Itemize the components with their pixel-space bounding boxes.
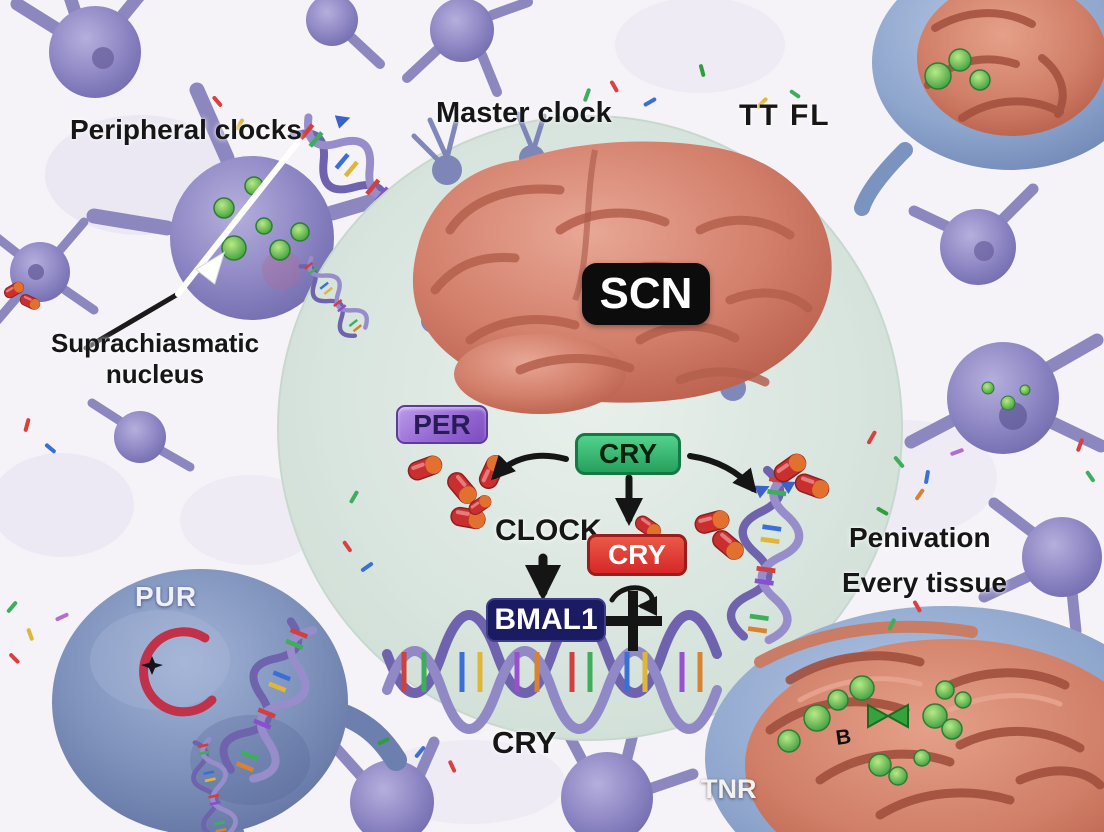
neuron-cell — [10, 0, 145, 98]
neuron-cell — [87, 398, 195, 472]
per-badge: PER — [396, 405, 488, 444]
label-clock: CLOCK — [495, 514, 602, 547]
bowtie-glyph — [867, 703, 909, 729]
cry-protein-badge: CRY — [587, 534, 687, 576]
label-peripheral-clocks: Peripheral clocks — [70, 114, 302, 145]
arrow-cry-left — [490, 452, 569, 481]
organ-cell-bottom-right — [705, 606, 1104, 832]
neuron-cell — [330, 736, 440, 832]
brain-cell-top-right — [854, 0, 1104, 216]
neuron-cell — [0, 217, 99, 325]
label-penivation: Penivation — [849, 522, 991, 553]
neuron-cell — [978, 497, 1102, 637]
label-master-clock: Master clock — [436, 97, 612, 129]
blue-arrow-glyph — [334, 115, 351, 129]
label-suprachiasmatic-line1: Suprachiasmatic — [50, 328, 260, 358]
label-every-tissue: Every tissue — [842, 567, 1007, 598]
label-tnr: TNR — [701, 774, 757, 804]
label-cry-bottom: CRY — [492, 725, 557, 760]
label-suprachiasmatic-line2: nucleus — [105, 359, 205, 389]
arrow-cry-right — [687, 453, 757, 494]
cry-gene-badge: CRY — [575, 433, 681, 475]
blue-arrow-glyph — [754, 485, 770, 499]
blue-arrow-glyph — [779, 481, 796, 495]
red-crescent-glyph — [139, 627, 217, 717]
label-pur: PUR — [135, 581, 198, 612]
b-glyph: B — [834, 725, 853, 750]
scn-badge: SCN — [582, 263, 710, 325]
peripheral-cell-bottom-left — [52, 569, 407, 832]
neuron-cell — [306, 0, 385, 69]
label-suprachiasmatic-nucleus: Suprachiasmatic nucleus — [28, 328, 282, 390]
green-organelles — [777, 675, 972, 786]
neuron-cell — [402, 0, 533, 97]
neuron-cell — [908, 183, 1039, 285]
bmal1-badge: BMAL1 — [486, 598, 606, 642]
dna-helix-bottom — [382, 610, 722, 734]
confetti-particles — [6, 64, 1095, 773]
label-ttfl: TT FL — [739, 99, 831, 132]
hook-arrow — [609, 585, 658, 616]
pointer-arrow — [83, 139, 301, 351]
neuron-cell — [904, 333, 1104, 454]
star-glyph — [141, 656, 163, 675]
plus-cross — [604, 591, 662, 651]
diagram-arrows — [490, 452, 757, 651]
